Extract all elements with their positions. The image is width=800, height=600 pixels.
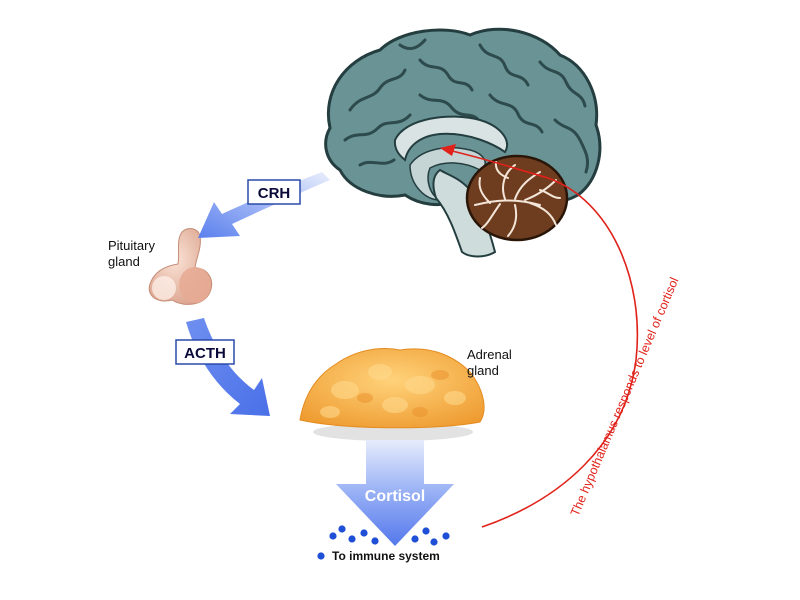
feedback-arrowhead <box>440 144 456 156</box>
cortisol-label: Cortisol <box>365 488 425 505</box>
acth-label-box: ACTH <box>175 339 235 365</box>
feedback-loop <box>440 144 639 528</box>
crh-label: CRH <box>258 185 291 202</box>
brain-icon <box>324 27 602 258</box>
pituitary-gland-icon <box>148 228 213 305</box>
immune-system-label: To immune system <box>332 549 440 563</box>
acth-arrow <box>186 318 270 416</box>
adrenal-label-line1: Adrenal <box>467 347 512 362</box>
cortisol-arrow: Cortisol <box>336 440 454 546</box>
pituitary-label-line1: Pituitary <box>108 238 155 253</box>
crh-label-box: CRH <box>247 179 301 205</box>
cortisol-molecules <box>317 525 450 560</box>
feedback-label: The hypothalamus responds to level of co… <box>568 275 682 518</box>
acth-label: ACTH <box>184 345 226 362</box>
pituitary-label-line2: gland <box>108 254 140 269</box>
adrenal-gland-icon <box>299 348 485 441</box>
adrenal-label-line2: gland <box>467 363 499 378</box>
